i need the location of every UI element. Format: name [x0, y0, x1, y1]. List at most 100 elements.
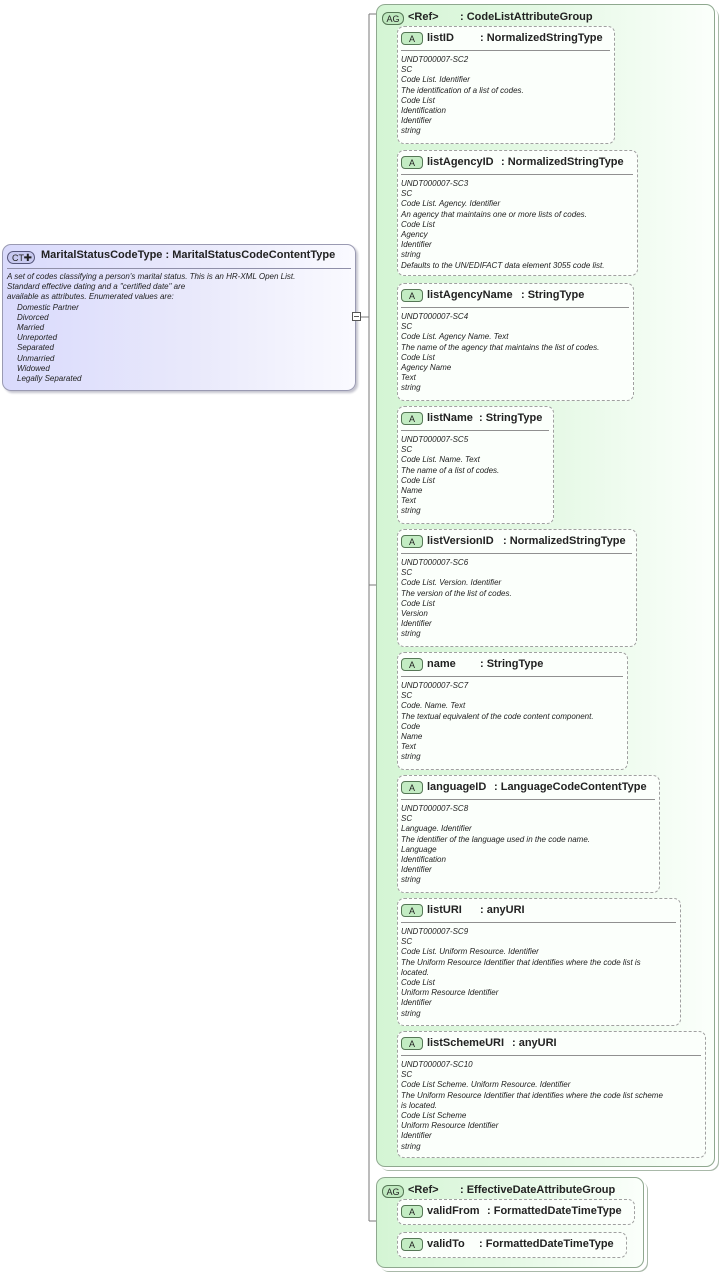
doc-line: Text [401, 373, 416, 383]
doc-line: Version [401, 609, 428, 619]
attribute-name[interactable]: A name : StringType UNDT000007-SC7 SC Co… [397, 652, 628, 770]
attribute-divider [401, 676, 623, 677]
doc-line: UNDT000007-SC3 [401, 179, 469, 188]
sequence-connector-icon[interactable] [352, 312, 361, 321]
doc-line: Code List [401, 95, 435, 105]
doc-line: string [401, 1008, 421, 1018]
attribute-languageID[interactable]: A languageID : LanguageCodeContentType U… [397, 775, 660, 893]
attribute-documentation: UNDT000007-SC5 SC Code List. Name. Text … [401, 435, 499, 517]
doc-line: Name [401, 486, 423, 496]
attribute-type: : anyURI [480, 904, 525, 916]
attribute-type: : anyURI [512, 1037, 557, 1049]
attribute-listAgencyName[interactable]: A listAgencyName : StringType UNDT000007… [397, 283, 634, 401]
enum-value: Domestic Partner [17, 302, 79, 312]
attribute-documentation: UNDT000007-SC3 SC Code List. Agency. Ide… [401, 179, 605, 271]
doc-line: string [401, 1141, 421, 1151]
enum-value: Unreported [17, 333, 58, 343]
doc-line: Code List. Agency. Identifier [401, 199, 501, 209]
doc-line: string [401, 383, 421, 393]
doc-line: Identifier [401, 116, 432, 126]
attribute-name: name [427, 658, 456, 670]
doc-line: Identifier [401, 865, 432, 875]
attribute-type: : StringType [521, 289, 585, 301]
attribute-name: listURI [427, 904, 462, 916]
doc-line: Identification [401, 855, 446, 865]
doc-line: An agency that maintains one or more lis… [401, 209, 587, 219]
attribute-icon: A [401, 156, 423, 169]
doc-line: The textual equivalent of the code conte… [401, 711, 594, 721]
doc-line: UNDT000007-SC6 [401, 558, 469, 567]
doc-line: Code List. Uniform Resource. Identifier [401, 947, 539, 957]
enum-value: Separated [17, 343, 54, 353]
attribute-group-icon: AG [382, 1185, 404, 1198]
attribute-validFrom[interactable]: A validFrom : FormattedDateTimeType [397, 1199, 635, 1225]
doc-line: Code List [401, 475, 435, 485]
attribute-name: listAgencyName [427, 289, 513, 301]
attribute-listVersionID[interactable]: A listVersionID : NormalizedStringType U… [397, 529, 637, 647]
doc-line: Uniform Resource Identifier [401, 988, 499, 998]
attribute-documentation: UNDT000007-SC7 SC Code. Name. Text The t… [401, 681, 594, 763]
attribute-group-icon: AG [382, 12, 404, 25]
doc-line: SC [401, 814, 413, 824]
doc-line: Text [401, 496, 416, 506]
doc-line: SC [401, 1070, 413, 1080]
attribute-icon: A [401, 1037, 423, 1050]
attribute-documentation: UNDT000007-SC9 SC Code List. Uniform Res… [401, 927, 641, 1019]
attribute-listSchemeURI[interactable]: A listSchemeURI : anyURI UNDT000007-SC10… [397, 1031, 706, 1158]
attribute-name: listAgencyID [427, 156, 494, 168]
doc-line: The name of the agency that maintains th… [401, 342, 600, 352]
attribute-listURI[interactable]: A listURI : anyURI UNDT000007-SC9 SC Cod… [397, 898, 681, 1026]
attribute-validTo[interactable]: A validTo : FormattedDateTimeType [397, 1232, 627, 1258]
doc-line: Identifier [401, 240, 432, 250]
attribute-listAgencyID[interactable]: A listAgencyID : NormalizedStringType UN… [397, 150, 638, 276]
doc-line: Uniform Resource Identifier [401, 1121, 499, 1131]
doc-line: string [401, 875, 421, 885]
doc-line: SC [401, 937, 413, 947]
attribute-divider [401, 1055, 701, 1056]
doc-line: Code List Scheme. Uniform Resource. Iden… [401, 1080, 571, 1090]
doc-line: The name of a list of codes. [401, 465, 500, 475]
doc-line: string [401, 506, 421, 516]
doc-line: Code List. Agency Name. Text [401, 332, 509, 342]
complex-type-title: MaritalStatusCodeType : MaritalStatusCod… [41, 249, 335, 261]
attribute-listName[interactable]: A listName : StringType UNDT000007-SC5 S… [397, 406, 554, 524]
attribute-icon: A [401, 1205, 423, 1218]
attribute-divider [401, 50, 610, 51]
attribute-name: validFrom [427, 1205, 480, 1217]
attribute-listID[interactable]: A listID : NormalizedStringType UNDT0000… [397, 26, 615, 144]
attribute-name: languageID [427, 781, 487, 793]
attribute-divider [401, 553, 632, 554]
doc-line: The Uniform Resource Identifier that ide… [401, 957, 641, 967]
complex-type-name: MaritalStatusCodeType [41, 249, 163, 261]
attribute-divider [401, 307, 629, 308]
complex-type-box[interactable]: CT✚ MaritalStatusCodeType : MaritalStatu… [2, 244, 356, 391]
attribute-type: : NormalizedStringType [480, 32, 603, 44]
doc-line: Name [401, 732, 423, 742]
doc-line: Code List [401, 352, 435, 362]
doc-line: SC [401, 691, 413, 701]
doc-line: Identifier [401, 1131, 432, 1141]
attribute-group-type: : EffectiveDateAttributeGroup [460, 1184, 616, 1196]
doc-line: The identifier of the language used in t… [401, 834, 591, 844]
doc-line: Language. Identifier [401, 824, 472, 834]
enum-value: Widowed [17, 363, 50, 373]
doc-line: Agency Name [401, 363, 452, 373]
doc-line: SC [401, 189, 413, 199]
doc-line: UNDT000007-SC9 [401, 927, 469, 936]
doc-line: Code List. Name. Text [401, 455, 480, 465]
attribute-documentation: UNDT000007-SC10 SC Code List Scheme. Uni… [401, 1060, 663, 1152]
attribute-name: listID [427, 32, 454, 44]
complex-type-documentation: A set of codes classifying a person's ma… [7, 272, 295, 384]
doc-line: UNDT000007-SC4 [401, 312, 469, 321]
doc-line: The version of the list of codes. [401, 588, 512, 598]
attribute-name: listName [427, 412, 473, 424]
doc-line: string [401, 126, 421, 136]
attribute-divider [401, 799, 655, 800]
attribute-icon: A [401, 1238, 423, 1251]
attribute-type: : NormalizedStringType [503, 535, 626, 547]
attribute-divider [401, 174, 633, 175]
doc-line: Code List. Version. Identifier [401, 578, 502, 588]
doc-line: The identification of a list of codes. [401, 85, 524, 95]
doc-line: UNDT000007-SC10 [401, 1060, 473, 1069]
attribute-name: listSchemeURI [427, 1037, 505, 1049]
